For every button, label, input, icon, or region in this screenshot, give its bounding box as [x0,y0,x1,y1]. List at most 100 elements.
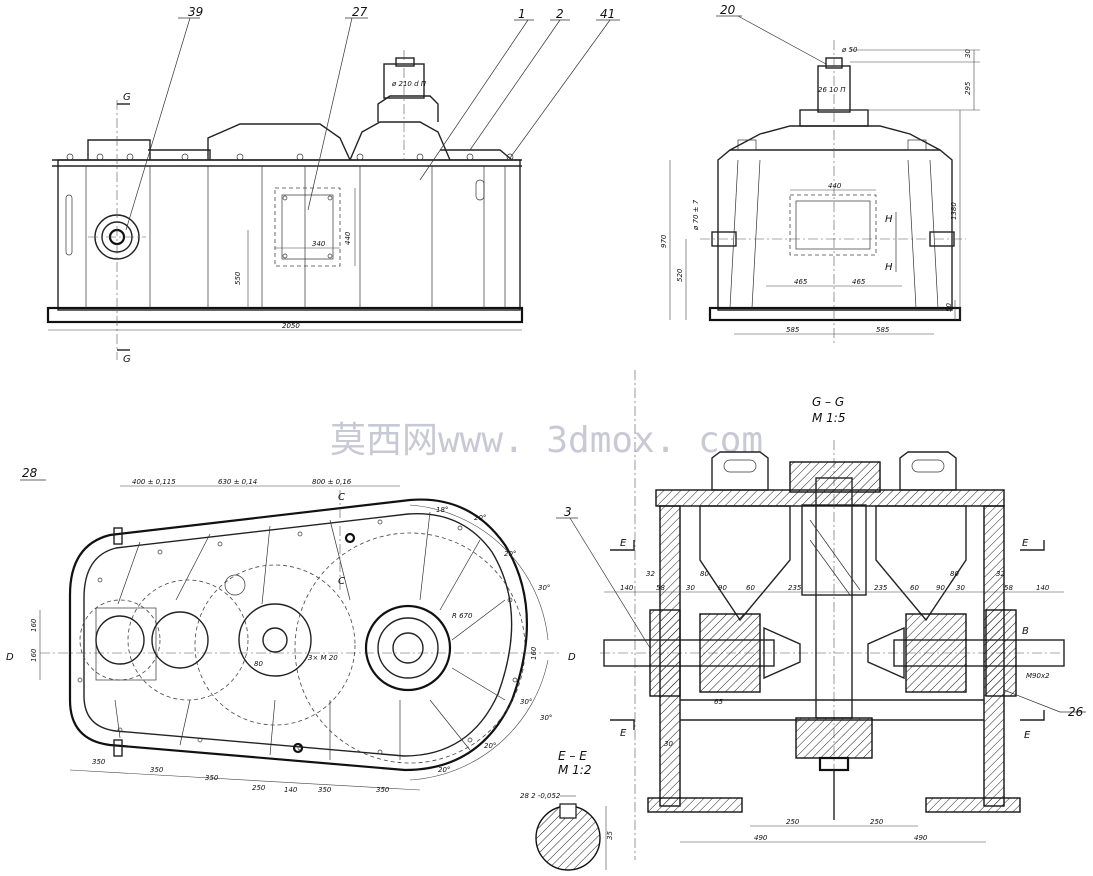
plan-angle-20b: 20° [504,550,516,558]
side-dim-585b: 585 [876,326,890,334]
gg-dim-65: 65 [714,698,723,706]
plan-dim-350e: 350 [376,786,390,794]
gg-dim-235b: 235 [874,584,888,592]
leader-1 [419,19,529,181]
plan-ribs [114,511,506,760]
section-gg-scale: M 1:5 [812,411,845,425]
callout-41: 41 [600,7,615,21]
leader-27 [307,17,353,211]
leader-39 [125,17,191,231]
section-b: B [1022,626,1029,637]
front-dim-2050: 2050 [282,322,300,330]
section-g-top: G [123,92,131,103]
plan-small-hole [224,574,246,596]
section-ee-keyway [559,803,577,819]
leader-26 [1003,689,1061,713]
gg-dim-250b: 250 [870,818,884,826]
gg-shaft-left [603,639,775,667]
side-top-cover [729,125,941,151]
callout-26: 26 [1068,705,1084,719]
front-shaft-dia: ø 210 d Π [391,80,427,88]
side-dim-440: 440 [828,182,842,190]
gg-dim-60b: 60 [910,584,919,592]
plan-shaft-2 [151,611,209,669]
gg-bearing-left-outer [649,609,681,697]
plan-thread: 3× M 20 [308,654,338,662]
callout-3: 3 [564,505,572,519]
gg-lug-right [899,451,957,491]
gg-dim-90b: 90 [936,584,945,592]
gg-dim-235a: 235 [788,584,802,592]
front-inspection-hatch [274,187,341,267]
gg-dim-32b: 32 [996,570,1005,578]
plan-view: 400 ± 0,115 630 ± 0,14 800 ± 0,16 350 35… [6,466,576,794]
gg-dim-80a: 80 [700,570,709,578]
gg-bearing-left [699,613,761,693]
gg-bearing-right-outer [985,609,1017,697]
leader-2 [469,19,561,151]
gg-bevel-pinion-left [763,626,801,680]
plan-angle-30a: 30° [538,584,550,592]
side-ribs [729,159,939,309]
plan-angle-30b: 30° [520,698,532,706]
gg-dim-80b: 80 [950,570,959,578]
section-e-top-right: E [1022,538,1029,549]
gg-base-left [647,797,743,813]
plan-outer-outline [68,498,529,772]
front-dim-340: 340 [312,240,326,248]
gg-lower-bearing [795,717,873,759]
front-right-cover [349,121,451,161]
watermark-cn: 莫西网 [330,420,438,461]
section-c-2: C [338,576,345,587]
plan-dim-250: 250 [252,784,266,792]
gg-bevel-pinion-right [867,626,905,680]
section-h-2: H [885,262,893,273]
side-shaft-dia: ø 50 [841,46,858,54]
side-dim-295: 295 [964,81,972,95]
gg-dim-60a: 60 [746,584,755,592]
section-e-bottom-left: E [620,728,627,739]
section-ee: E – E M 1:2 28 2 -0,052 35 [520,749,614,871]
plan-angle-20c: 20° [484,742,496,750]
gg-thread: M90x2 [1026,672,1050,680]
plan-dim-140: 140 [284,786,298,794]
plan-dim-350d: 350 [318,786,332,794]
gg-dim-490b: 490 [914,834,928,842]
plan-bolt-holes [77,519,518,755]
leader-3 [569,517,651,649]
gg-shaft-right [893,639,1065,667]
callout-20: 20 [720,3,736,17]
gg-dim-90a: 90 [718,584,727,592]
callout-28: 28 [22,466,38,480]
gg-lug-left [711,451,769,491]
section-g-bottom: G [123,354,131,365]
front-dim-550: 550 [234,271,242,285]
plan-angle-18: 18° [436,506,448,514]
front-base-plate [46,306,524,324]
gg-funnel-right [875,505,967,622]
plan-gear-wheels [79,532,526,764]
plan-dim-800: 800 ± 0,16 [312,478,352,486]
gg-dim-250a: 250 [786,818,800,826]
side-dim-585a: 585 [786,326,800,334]
section-e-bottom-right: E [1024,730,1031,741]
plan-dim-160a: 160 [30,618,38,632]
front-ribs [85,166,506,308]
section-c-1: C [338,492,345,503]
gg-funnel-left [699,505,791,622]
side-view: H H 30 295 1380 50 970 520 ø 70 ± 7 465 … [660,3,980,345]
plan-radius: R 670 [452,612,473,620]
plan-angle-20a: 20° [474,514,486,522]
front-view: ø 210 d Π [46,5,620,365]
gg-top-cover [789,461,881,493]
plan-inner-outline [83,512,513,757]
gg-dim-30a: 30 [686,584,695,592]
section-gg: G – G M 1:5 [556,370,1086,860]
gg-base-right [925,797,1021,813]
watermark-url: www. 3dmox. com [438,420,763,461]
plan-dim-350c: 350 [205,774,219,782]
front-middle-cover [207,123,351,161]
plan-dim-80: 80 [254,660,263,668]
gg-dim-58a: 58 [656,584,665,592]
gg-dim-32a: 32 [646,570,655,578]
